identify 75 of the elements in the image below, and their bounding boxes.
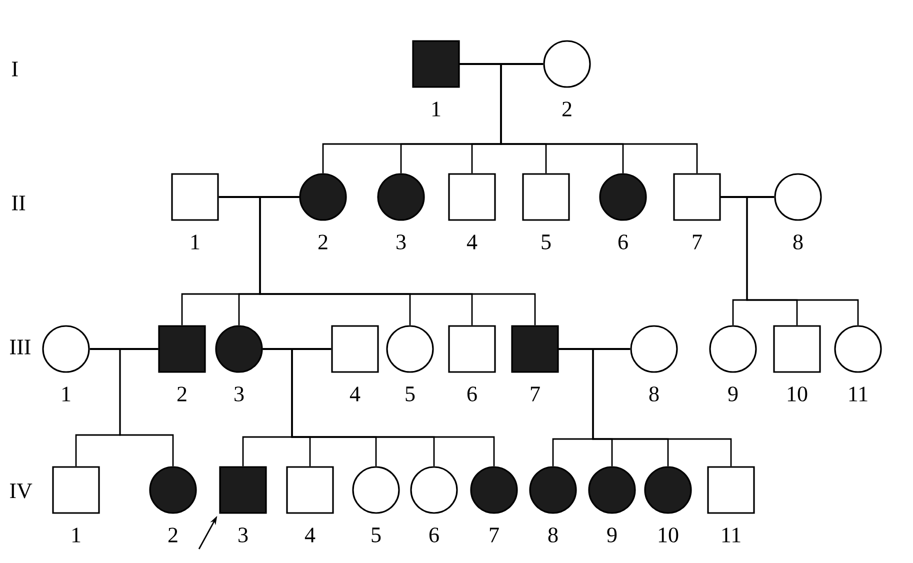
circle-symbol [543, 40, 591, 88]
individual-number: 6 [467, 386, 477, 402]
circle-symbol [352, 466, 400, 514]
square-symbol [286, 466, 334, 514]
filled-square-symbol [158, 325, 206, 373]
individual-number: 9 [728, 386, 738, 402]
marriage-line [460, 63, 544, 65]
individual-number: 1 [72, 528, 80, 542]
marriage-line [90, 348, 158, 350]
individual-number: 7 [692, 234, 702, 250]
generation-label: II [12, 196, 26, 210]
square-symbol [707, 466, 755, 514]
individual-number: 3 [396, 234, 406, 250]
filled-circle-symbol [644, 466, 692, 514]
filled-circle-symbol [149, 466, 197, 514]
individual-number: 8 [649, 386, 659, 402]
square-symbol [673, 173, 721, 221]
individual-number: 8 [793, 234, 803, 250]
individual-number: 4 [350, 386, 360, 402]
individual-number: 7 [490, 528, 499, 542]
circle-symbol [42, 325, 90, 373]
individual-number: 4 [304, 528, 316, 542]
circle-symbol [774, 173, 822, 221]
square-symbol [448, 325, 496, 373]
square-symbol [171, 173, 219, 221]
filled-circle-symbol [299, 173, 347, 221]
circle-symbol [410, 466, 458, 514]
filled-square-symbol [219, 466, 267, 514]
filled-circle-symbol [588, 466, 636, 514]
filled-circle-symbol [377, 173, 425, 221]
descent-line [259, 196, 536, 326]
individual-number: 1 [62, 386, 70, 402]
individual-number: 5 [372, 528, 381, 542]
individual-number: 1 [191, 234, 200, 250]
individual-number: 6 [618, 234, 628, 250]
square-symbol [448, 173, 496, 221]
marriage-line [720, 196, 774, 198]
generation-label: IV [10, 484, 32, 498]
individual-number: 2 [177, 386, 186, 402]
individual-number: 6 [429, 528, 439, 542]
descent-line [119, 348, 174, 466]
square-symbol [331, 325, 379, 373]
individual-number: 10 [658, 528, 678, 542]
square-symbol [773, 325, 821, 373]
individual-number: 5 [406, 386, 415, 402]
individual-number: 3 [234, 386, 244, 402]
circle-symbol [630, 325, 678, 373]
individual-number: 3 [238, 528, 248, 542]
individual-number: 8 [548, 528, 558, 542]
individual-number: 10 [788, 386, 808, 402]
filled-circle-symbol [529, 466, 577, 514]
marriage-line [262, 348, 332, 350]
individual-number: 7 [530, 386, 540, 402]
filled-circle-symbol [599, 173, 647, 221]
circle-symbol [709, 325, 757, 373]
generation-label: I [12, 62, 18, 76]
individual-number: 1 [432, 102, 440, 116]
square-symbol [52, 466, 100, 514]
individual-number: 11 [849, 386, 868, 402]
square-symbol [522, 173, 570, 221]
marriage-line [558, 348, 630, 350]
filled-circle-symbol [470, 466, 518, 514]
filled-square-symbol [412, 40, 460, 88]
individual-number: 5 [542, 234, 551, 250]
individual-number: 2 [562, 102, 572, 116]
marriage-line [218, 196, 300, 198]
circle-symbol [386, 325, 434, 373]
individual-number: 11 [722, 528, 740, 542]
individual-number: 2 [168, 528, 178, 542]
individual-number: 9 [607, 528, 617, 542]
circle-symbol [834, 325, 882, 373]
individual-number: 2 [318, 234, 328, 250]
individual-number: 4 [466, 234, 478, 250]
filled-square-symbol [511, 325, 559, 373]
filled-circle-symbol [215, 325, 263, 373]
